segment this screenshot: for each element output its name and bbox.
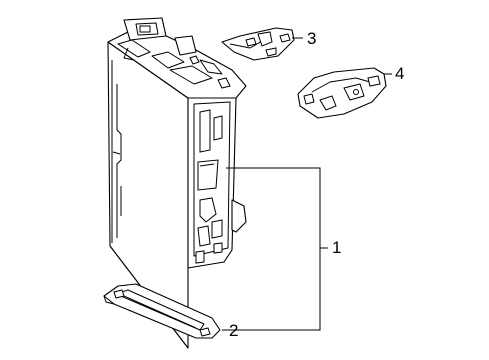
part-1-module <box>107 17 247 349</box>
leader-lines <box>222 37 392 331</box>
callout-4: 4 <box>395 64 404 83</box>
callout-2: 2 <box>229 321 238 340</box>
part-2-cover <box>103 283 221 339</box>
callout-1: 1 <box>332 238 341 257</box>
callout-3: 3 <box>307 29 316 48</box>
leader-1 <box>222 167 328 331</box>
part-4-bracket <box>297 67 387 119</box>
part-3-bracket <box>221 27 295 61</box>
